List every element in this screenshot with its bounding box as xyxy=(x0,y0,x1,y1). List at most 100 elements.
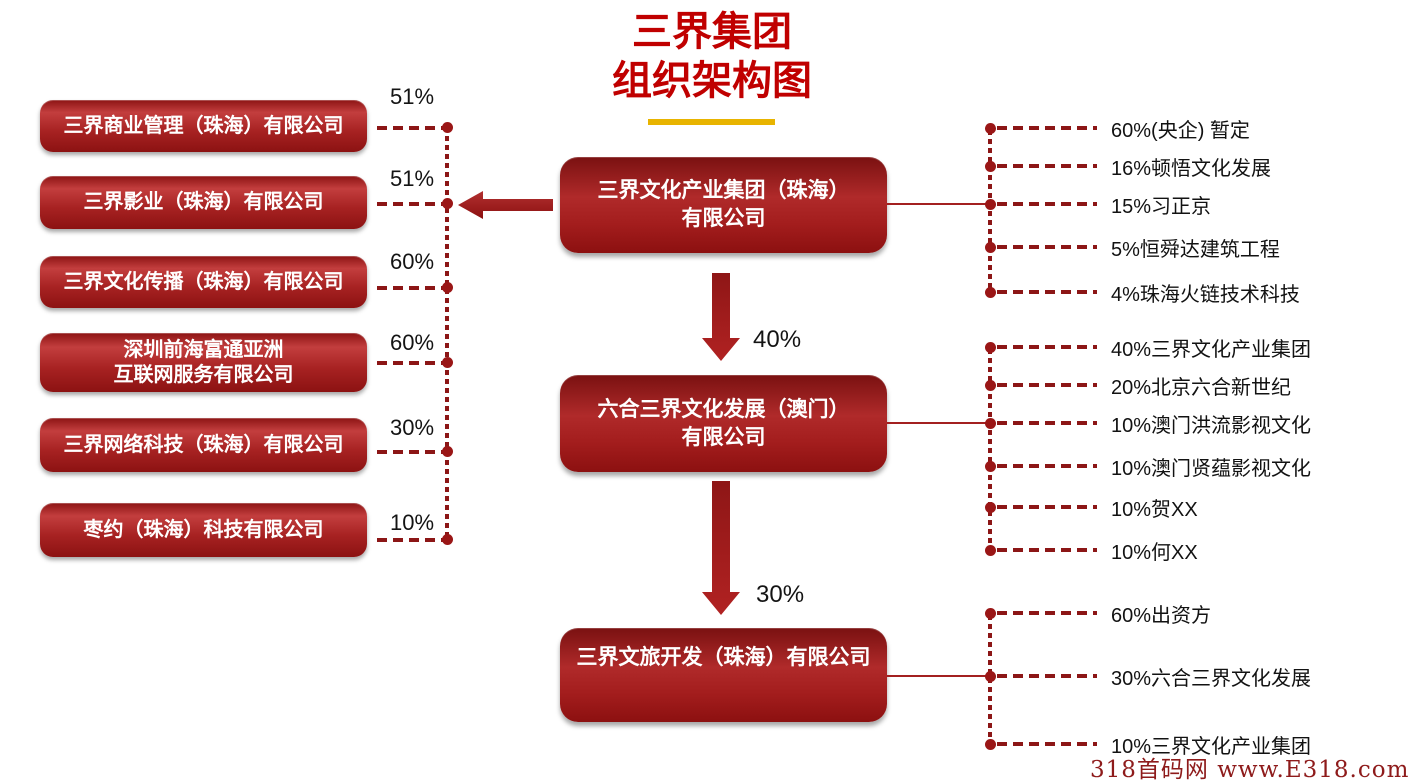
dashed-connector xyxy=(997,464,1097,468)
ownership-pct-label: 30% xyxy=(390,415,435,440)
flow-pct-label: 40% xyxy=(753,326,802,353)
shareholder-row: 5%恒舜达建筑工程 xyxy=(985,232,1280,262)
connector-dot xyxy=(442,534,453,545)
dashed-connector xyxy=(997,548,1097,552)
shareholder-row: 20%北京六合新世纪 xyxy=(985,370,1291,400)
connector-dot xyxy=(985,607,996,619)
subsidiary-name: 三界网络科技（珠海）有限公司 xyxy=(63,433,344,456)
shareholder-label: 30%六合三界文化发展 xyxy=(1111,667,1312,690)
shareholder-row: 15%习正京 xyxy=(985,189,1211,219)
title-line2: 组织架构图 xyxy=(612,59,812,103)
connector-dot xyxy=(985,670,996,682)
shareholder-row: 60%(央企) 暂定 xyxy=(985,113,1250,143)
shareholder-row: 10%三界文化产业集团 xyxy=(985,729,1311,759)
subsidiary-name-line2: 互联网服务有限公司 xyxy=(113,363,294,386)
shareholder-row: 10%澳门洪流影视文化 xyxy=(985,408,1311,438)
shareholder-label: 40%三界文化产业集团 xyxy=(1111,338,1312,361)
left-arrow xyxy=(458,191,553,219)
dashed-connector xyxy=(997,245,1097,249)
solid-connector xyxy=(887,675,988,677)
subsidiary-name: 枣约（珠海）科技有限公司 xyxy=(83,518,324,541)
subsidiary-box-3: 三界文化传播（珠海）有限公司 xyxy=(40,256,367,308)
subsidiary-box-1: 三界商业管理（珠海）有限公司 xyxy=(40,100,367,152)
dashed-connector xyxy=(997,505,1097,509)
dashed-connector xyxy=(997,383,1097,387)
page-title: 三界集团 组织架构图 xyxy=(512,8,912,106)
subsidiary-name: 三界文化传播（珠海）有限公司 xyxy=(63,270,344,293)
flow-pct-label: 30% xyxy=(756,581,805,608)
connector-dot xyxy=(985,198,996,210)
subsidiary-box-2: 三界影业（珠海）有限公司 xyxy=(40,176,367,229)
company-name-line1: 三界文化产业集团（珠海） xyxy=(597,179,850,202)
mid-company-box: 六合三界文化发展（澳门） 有限公司 xyxy=(560,375,887,472)
title-underline xyxy=(648,119,775,125)
connector-dot xyxy=(985,160,996,172)
subsidiary-box-4: 深圳前海富通亚洲 互联网服务有限公司 xyxy=(40,333,367,392)
shareholder-label: 10%澳门贤蕴影视文化 xyxy=(1111,457,1312,480)
title-line1: 三界集团 xyxy=(632,10,792,54)
connector-dot xyxy=(985,286,996,298)
connector-dot xyxy=(442,446,453,457)
connector-dot xyxy=(985,241,996,253)
dashed-connector xyxy=(377,538,447,542)
dashed-connector xyxy=(377,286,447,290)
company-name-line1: 三界文旅开发（珠海）有限公司 xyxy=(576,646,871,669)
shareholder-row: 16%顿悟文化发展 xyxy=(985,151,1271,181)
watermark-text: 318首码网 www.E318.com xyxy=(1090,757,1410,782)
connector-dot xyxy=(442,282,453,293)
shareholder-label: 5%恒舜达建筑工程 xyxy=(1111,238,1280,261)
shareholder-label: 10%何XX xyxy=(1111,541,1198,564)
ownership-pct-label: 10% xyxy=(390,510,435,535)
connector-dot xyxy=(985,501,996,513)
shareholder-row: 10%何XX xyxy=(985,535,1198,565)
dotted-spine-left xyxy=(445,127,449,542)
shareholder-label: 10%三界文化产业集团 xyxy=(1111,735,1312,758)
connector-dot xyxy=(985,341,996,353)
dashed-connector xyxy=(997,202,1097,206)
subsidiary-name-line1: 深圳前海富通亚洲 xyxy=(123,338,284,361)
company-name-line2: 有限公司 xyxy=(681,207,766,230)
shareholder-label: 4%珠海火链技术科技 xyxy=(1111,283,1300,306)
shareholder-label: 15%习正京 xyxy=(1111,195,1212,218)
dashed-connector xyxy=(997,674,1097,678)
connector-dot xyxy=(442,198,453,209)
dashed-connector xyxy=(997,126,1097,130)
dashed-connector xyxy=(997,345,1097,349)
shareholder-row: 4%珠海火链技术科技 xyxy=(985,277,1300,307)
dotted-spine-middle xyxy=(988,349,992,550)
dashed-connector xyxy=(997,164,1097,168)
parent-company-box: 三界文化产业集团（珠海） 有限公司 xyxy=(560,157,887,253)
ownership-pct-label: 60% xyxy=(390,249,435,274)
shareholder-row: 10%贺XX xyxy=(985,492,1198,522)
solid-connector xyxy=(887,422,988,424)
dashed-connector xyxy=(377,126,447,130)
shareholder-label: 60%出资方 xyxy=(1111,604,1212,627)
connector-dot xyxy=(985,417,996,429)
connector-dot xyxy=(985,460,996,472)
subsidiary-name: 三界商业管理（珠海）有限公司 xyxy=(63,114,344,137)
shareholder-label: 60%(央企) 暂定 xyxy=(1111,119,1250,142)
shareholder-label: 16%顿悟文化发展 xyxy=(1111,157,1272,180)
dashed-connector xyxy=(377,202,447,206)
shareholder-label: 20%北京六合新世纪 xyxy=(1111,376,1292,399)
connector-dot xyxy=(442,122,453,133)
bottom-company-box: 三界文旅开发（珠海）有限公司 xyxy=(560,628,887,722)
ownership-pct-label: 51% xyxy=(390,84,435,109)
dashed-connector xyxy=(997,290,1097,294)
shareholder-label: 10%贺XX xyxy=(1111,498,1198,521)
dashed-connector xyxy=(997,742,1097,746)
dotted-spine-top xyxy=(988,130,992,292)
dashed-connector xyxy=(997,421,1097,425)
shareholder-row: 60%出资方 xyxy=(985,598,1211,628)
ownership-pct-label: 60% xyxy=(390,330,435,355)
subsidiary-box-6: 枣约（珠海）科技有限公司 xyxy=(40,503,367,557)
connector-dot xyxy=(985,122,996,134)
ownership-pct-label: 51% xyxy=(390,166,435,191)
dashed-connector xyxy=(377,361,447,365)
shareholder-label: 10%澳门洪流影视文化 xyxy=(1111,414,1312,437)
solid-connector xyxy=(887,203,988,205)
subsidiary-name: 三界影业（珠海）有限公司 xyxy=(83,191,324,213)
subsidiary-box-5: 三界网络科技（珠海）有限公司 xyxy=(40,418,367,472)
connector-dot xyxy=(442,357,453,368)
